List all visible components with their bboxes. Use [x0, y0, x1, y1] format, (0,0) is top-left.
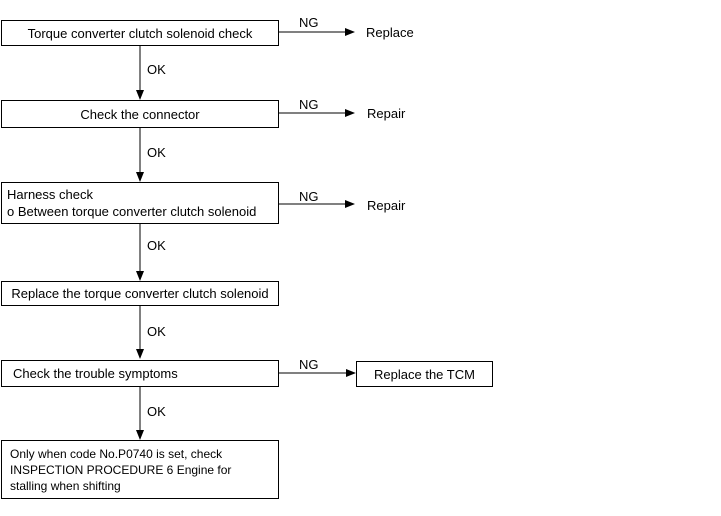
ng-label: NG: [299, 189, 319, 204]
step-text: INSPECTION PROCEDURE 6 Engine for: [10, 462, 232, 477]
step-text: Only when code No.P0740 is set, check: [10, 446, 223, 461]
step-text: Replace the torque converter clutch sole…: [11, 286, 269, 301]
ok-label: OK: [147, 324, 166, 339]
step-solenoid-check: Torque converter clutch solenoid check: [1, 20, 279, 46]
ng-label: NG: [299, 97, 319, 112]
step-text: stalling when shifting: [10, 478, 121, 493]
step-replace-solenoid: Replace the torque converter clutch sole…: [1, 281, 279, 306]
ng-label: NG: [299, 357, 319, 372]
outcome-repair-connector: Repair: [367, 106, 406, 121]
step-check-symptoms: Check the trouble symptoms: [1, 360, 279, 387]
outcome-repair-harness: Repair: [367, 198, 406, 213]
ok-label: OK: [147, 145, 166, 160]
outcome-text: Replace the TCM: [374, 366, 475, 382]
ok-label: OK: [147, 404, 166, 419]
step-text: Torque converter clutch solenoid check: [27, 25, 253, 41]
outcome-replace-tcm: Replace the TCM: [356, 361, 493, 387]
step-text: Check the trouble symptoms: [13, 366, 178, 381]
ok-label: OK: [147, 62, 166, 77]
outcome-replace: Replace: [366, 25, 414, 40]
step-final-note: Only when code No.P0740 is set, check IN…: [1, 440, 279, 499]
step-check-connector: Check the connector: [1, 100, 279, 128]
step-text: Check the connector: [80, 106, 200, 122]
step-harness-check: Harness check o Between torque converter…: [1, 182, 279, 224]
step-text: Harness check: [7, 187, 93, 202]
ng-label: NG: [299, 15, 319, 30]
step-text: o Between torque converter clutch soleno…: [7, 204, 257, 219]
ok-label: OK: [147, 238, 166, 253]
